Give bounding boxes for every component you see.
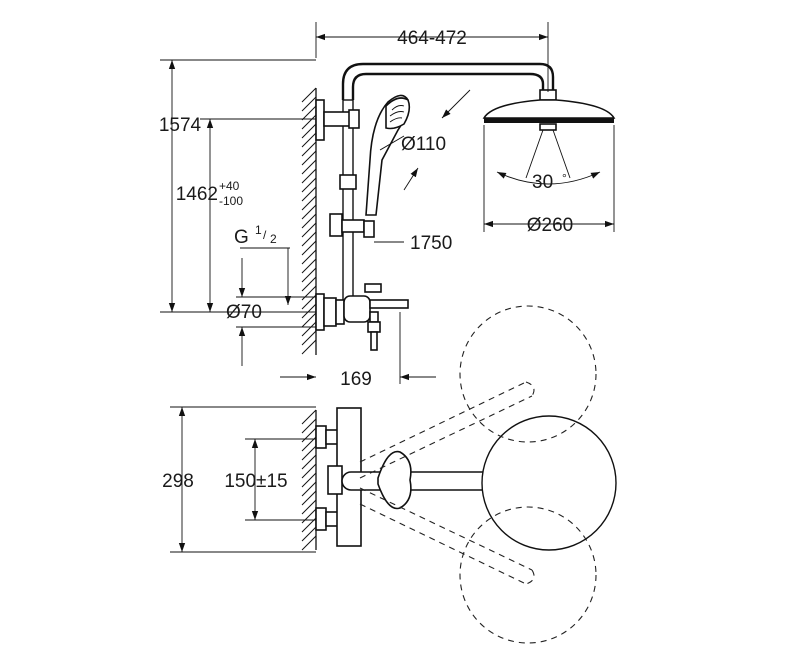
hatch-stroke xyxy=(301,418,317,434)
hatch-stroke xyxy=(301,159,317,175)
swing-positions xyxy=(359,305,597,644)
hatch-stroke xyxy=(301,114,317,130)
spout-projection-label: 169 xyxy=(340,369,372,390)
hatch-stroke xyxy=(301,312,317,328)
hatch-stroke xyxy=(301,508,317,524)
hatch-stroke xyxy=(301,445,317,461)
hatch-stroke xyxy=(301,535,317,551)
hatch-stroke xyxy=(301,258,317,274)
arm-reach-label: 464-472 xyxy=(397,28,467,49)
head-shower-plan xyxy=(481,415,617,551)
hatch-stroke xyxy=(301,222,317,238)
head-shower-dia-label: Ø260 xyxy=(527,215,573,236)
hatch-stroke xyxy=(301,204,317,220)
thread-num-label: 1 xyxy=(255,223,262,237)
hatch-stroke xyxy=(301,105,317,121)
wall-hatching xyxy=(301,87,317,355)
hatch-stroke xyxy=(301,526,317,542)
upper-wall-bracket xyxy=(315,99,360,141)
hand-shower-dia-label: Ø110 xyxy=(401,134,446,155)
hatch-stroke xyxy=(301,472,317,488)
front-elevation-view xyxy=(301,62,616,355)
tilt-unit-label: ° xyxy=(562,171,567,185)
height-tol-minus-label: -100 xyxy=(219,194,243,208)
hatch-stroke xyxy=(301,285,317,301)
hatch-stroke xyxy=(301,132,317,148)
hatch-stroke xyxy=(301,330,317,346)
thermostatic-mixer xyxy=(315,283,409,351)
thread-prefix-label: G xyxy=(234,227,249,248)
hatch-stroke xyxy=(301,231,317,247)
hatch-stroke xyxy=(301,213,317,229)
hatch-stroke xyxy=(301,409,317,425)
riser-rail xyxy=(341,62,555,301)
tilt-angle-label: 30 xyxy=(532,172,553,193)
wall-rose-dia-label: Ø70 xyxy=(226,302,262,323)
inlet-centres-label: 150±15 xyxy=(224,471,287,492)
hatch-stroke xyxy=(301,177,317,193)
hatch-stroke xyxy=(301,123,317,139)
hatch-stroke xyxy=(301,150,317,166)
hatch-stroke xyxy=(301,96,317,112)
hatch-stroke xyxy=(301,339,317,355)
thread-slash: / xyxy=(263,228,267,242)
hand-shower-slider xyxy=(329,174,375,238)
dimension-labels: 464-472 1574 1462 +40 -100 G 1 / 2 Ø70 Ø… xyxy=(159,28,573,492)
hatch-stroke xyxy=(301,454,317,470)
hatch-stroke xyxy=(301,490,317,506)
hatch-stroke xyxy=(301,186,317,202)
hatch-stroke xyxy=(301,427,317,443)
hatch-stroke xyxy=(301,87,317,103)
hatch-stroke xyxy=(301,276,317,292)
hatch-stroke xyxy=(301,240,317,256)
hatch-stroke xyxy=(301,321,317,337)
plan-depth-label: 298 xyxy=(162,471,194,492)
hose-length-label: 1750 xyxy=(410,233,452,254)
dimension-lines xyxy=(160,22,615,553)
height-tol-plus-label: +40 xyxy=(219,179,240,193)
hatch-stroke xyxy=(301,463,317,479)
hatch-stroke xyxy=(301,141,317,157)
plan-view xyxy=(301,305,617,644)
hand-shower xyxy=(365,94,411,216)
hatch-stroke xyxy=(301,499,317,515)
hatch-stroke xyxy=(301,249,317,265)
thread-den-label: 2 xyxy=(270,232,277,246)
wall-hatching-plan xyxy=(301,409,317,551)
height-base-label: 1462 xyxy=(176,184,218,205)
hatch-stroke xyxy=(301,303,317,319)
head-shower xyxy=(482,89,616,179)
hatch-stroke xyxy=(301,267,317,283)
hatch-stroke xyxy=(301,481,317,497)
hatch-stroke xyxy=(301,168,317,184)
total-height-label: 1574 xyxy=(159,115,202,136)
hatch-stroke xyxy=(301,195,317,211)
